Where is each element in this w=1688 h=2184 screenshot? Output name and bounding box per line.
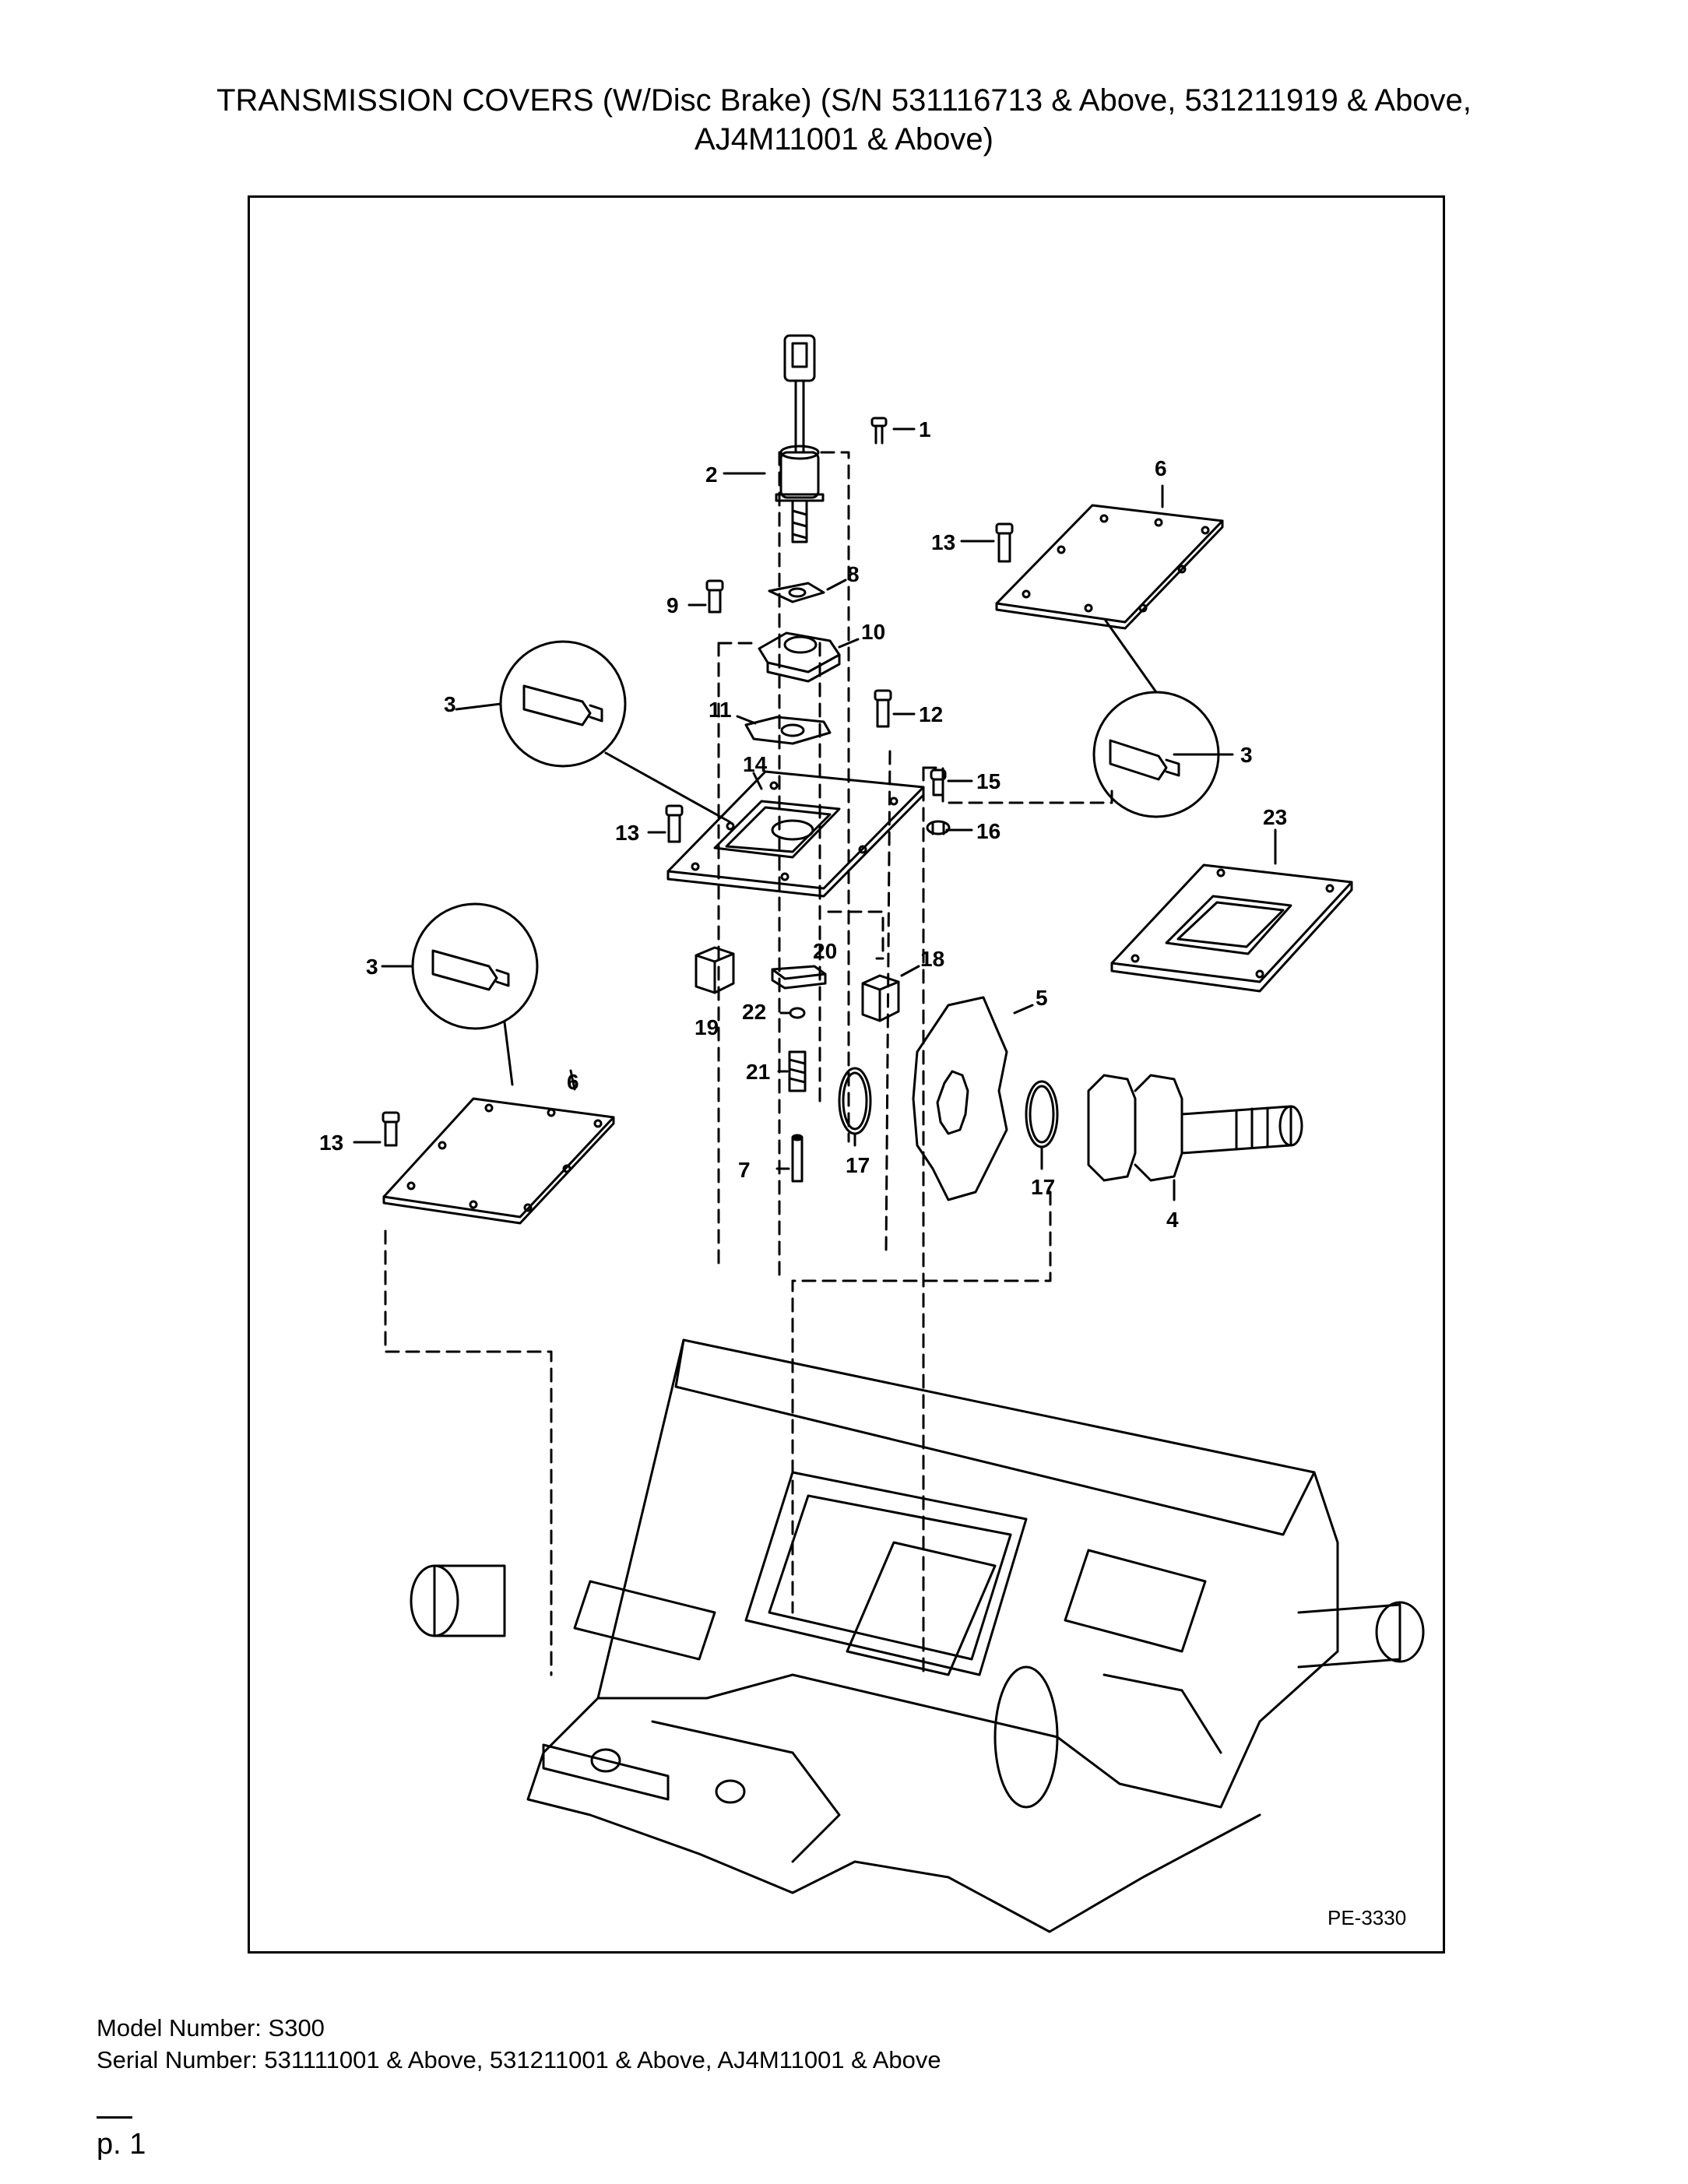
callout-1: 1 [919,417,931,441]
part-4-sprocket-shaft [1087,1074,1303,1182]
callout-13-lower: 13 [319,1131,343,1155]
callout-17-left: 17 [846,1153,870,1177]
callout-18: 18 [920,947,944,971]
callout-20: 20 [813,939,837,963]
callout-7: 7 [738,1158,751,1182]
part-11-gasket [744,716,832,745]
callout-10: 10 [861,620,885,644]
exploded-parts-diagram: 1 2 6 13 8 9 10 3 11 12 3 14 15 13 16 23… [319,334,1425,1933]
callout-4: 4 [1166,1208,1179,1232]
part-13-bolt-lower-left [382,1111,400,1147]
part-6-cover-lower-left [382,1097,615,1225]
title-line-2: AJ4M11001 & Above) [695,122,993,157]
part-13-bolt-upper-right [995,522,1014,563]
footer-divider [97,2116,132,2119]
callout-5: 5 [1036,986,1048,1010]
title-line-1: TRANSMISSION COVERS (W/Disc Brake) (S/N … [216,83,1472,118]
callout-6-upper: 6 [1155,456,1167,480]
part-20-link [771,965,827,990]
part-21-spring [788,1050,807,1092]
part-7-pin [791,1134,804,1183]
part-17-o-ring-left [838,1067,872,1135]
part-16-washer [926,820,951,835]
figure-code: PE-3330 [1328,1906,1407,1929]
part-10-sensor-housing [758,631,841,683]
serial-number: Serial Number: 531111001 & Above, 531211… [97,2046,941,2073]
grease-detail-leaders [503,619,1158,1086]
callout-labels: 1 2 6 13 8 9 10 3 11 12 3 14 15 13 16 23… [319,417,1287,1232]
callout-13-upper: 13 [931,530,955,554]
part-6-cover-upper-right [995,504,1224,630]
callout-15: 15 [976,769,1000,793]
part-22-ball [789,1007,806,1019]
callout-8: 8 [847,562,860,586]
callout-23: 23 [1263,805,1287,829]
part-9-bolt [705,579,724,614]
diagram-frame [248,195,1445,1954]
part-2-speed-sensor [775,334,825,543]
loader-main-frame [410,1338,1425,1933]
callout-19: 19 [695,1015,719,1039]
callout-9: 9 [666,593,679,617]
part-15-bolt [930,768,947,797]
callout-3-lower-left: 3 [366,955,378,979]
part-19-block [695,946,735,994]
callout-3-upper-left: 3 [444,692,456,716]
callout-3-right: 3 [1240,743,1253,767]
callout-6-lower: 6 [567,1070,579,1094]
part-13-bolt-middle [665,804,684,843]
part-12-bolt [874,689,892,728]
part-17-o-ring-right [1025,1080,1059,1148]
model-number: Model Number: S300 [97,2014,325,2042]
callout-13-middle: 13 [615,821,639,845]
callout-21: 21 [746,1060,770,1084]
part-1-screw [870,417,888,445]
page-title: TRANSMISSION COVERS (W/Disc Brake) (S/N … [0,81,1688,159]
callout-leaders [353,427,1277,1201]
callout-22: 22 [742,1000,766,1024]
callout-14: 14 [743,752,768,776]
callout-12: 12 [919,702,943,726]
part-3-grease-detail-lower-left [411,902,539,1030]
callout-11: 11 [709,698,732,722]
part-23-cover-with-recess [1110,863,1353,993]
callout-17-right: 17 [1031,1175,1055,1199]
part-3-grease-detail-upper-left [499,640,627,768]
part-5-brake-disc [912,996,1008,1201]
part-8-gasket [768,582,825,603]
part-14-cover-plate [666,770,925,898]
part-18-block [861,974,900,1022]
callout-16: 16 [976,819,1000,843]
page-number: p. 1 [97,2128,146,2161]
assembly-guide-lines [384,451,1113,1676]
callout-2: 2 [705,462,718,487]
